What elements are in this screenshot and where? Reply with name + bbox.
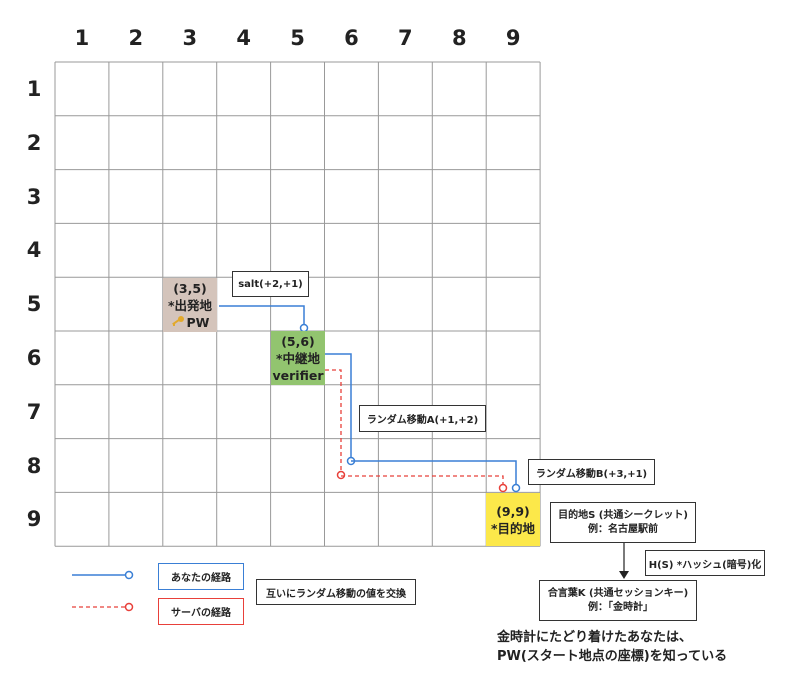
row-header: 2 xyxy=(26,130,42,155)
your-path-node-3 xyxy=(511,483,521,493)
row-header: 1 xyxy=(26,76,42,101)
move-a-label: ランダム移動A(+1,+2) xyxy=(359,405,486,432)
key-icon xyxy=(171,314,185,331)
column-header: 6 xyxy=(344,26,359,50)
legend-server: サーバの経路 xyxy=(158,598,244,625)
row-header: 8 xyxy=(26,453,42,478)
legend-server-node xyxy=(124,602,134,612)
key-line2: 例：｢金時計｣ xyxy=(588,601,648,613)
column-header: 8 xyxy=(451,26,467,50)
note-line1: 金時計にたどり着けたあなたは、 xyxy=(497,630,693,645)
row-header: 7 xyxy=(26,399,42,424)
row-header: 3 xyxy=(26,184,42,209)
legend-your-node xyxy=(124,570,134,580)
server-path-1 xyxy=(325,369,342,474)
start-cell: (3,5) *出発地 PW xyxy=(163,278,217,332)
hash-label: H(S) *ハッシュ(暗号)化 xyxy=(645,550,765,576)
column-header: 9 xyxy=(505,26,521,50)
relay-cell: (5,6) *中継地 verifier xyxy=(271,331,325,385)
column-header: 4 xyxy=(236,26,251,50)
your-path-3 xyxy=(351,460,517,487)
grid-lines xyxy=(54,61,541,547)
goal-coord: (9,9) xyxy=(496,503,530,519)
dest-secret-box: 目的地S (共通シークレット) 例：名古屋駅前 xyxy=(550,502,696,543)
your-path-1 xyxy=(219,305,305,328)
your-path-2 xyxy=(325,353,352,461)
column-header: 5 xyxy=(290,26,305,50)
column-header: 2 xyxy=(128,26,144,50)
paths xyxy=(72,305,629,612)
legend-exchange: 互いにランダム移動の値を交換 xyxy=(256,579,416,605)
column-header: 1 xyxy=(74,26,90,50)
note-line2: PW(スタート地点の座標)を知っている xyxy=(497,649,728,664)
dest-line2: 例：名古屋駅前 xyxy=(588,523,658,535)
hash-arrow-head xyxy=(619,571,629,579)
relay-coord: (5,6) xyxy=(281,333,315,349)
server-path-node-2 xyxy=(498,483,508,493)
legend-yours: あなたの経路 xyxy=(158,563,244,590)
move-b-label: ランダム移動B(+3,+1) xyxy=(528,459,655,485)
server-path-2 xyxy=(341,475,504,487)
start-extra-row: PW xyxy=(171,314,210,331)
row-header: 9 xyxy=(26,507,42,532)
server-path-node-1 xyxy=(336,470,346,480)
row-header: 6 xyxy=(26,345,42,370)
row-header: 4 xyxy=(26,238,42,263)
session-key-box: 合言葉K (共通セッションキー) 例：｢金時計｣ xyxy=(539,580,697,621)
salt-label: salt(+2,+1) xyxy=(232,271,309,297)
goal-name: *目的地 xyxy=(490,520,536,536)
column-header: 3 xyxy=(182,26,198,50)
start-coord: (3,5) xyxy=(173,280,207,296)
dest-line1: 目的地S (共通シークレット) xyxy=(558,509,688,521)
goal-cell: (9,9) *目的地 xyxy=(486,493,540,546)
row-header: 5 xyxy=(26,292,42,317)
relay-name: *中継地 xyxy=(275,350,321,366)
relay-extra: verifier xyxy=(272,367,324,383)
key-line1: 合言葉K (共通セッションキー) xyxy=(547,587,689,599)
column-header: 7 xyxy=(398,26,413,50)
start-extra: PW xyxy=(186,314,210,330)
start-name: *出発地 xyxy=(167,297,213,313)
conclusion-note: 金時計にたどり着けたあなたは、 PW(スタート地点の座標)を知っている xyxy=(497,628,727,666)
